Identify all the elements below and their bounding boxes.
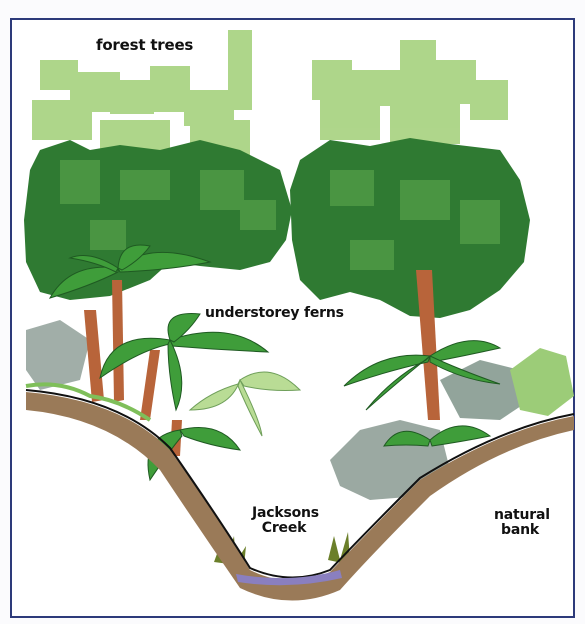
- label-natural-bank: natural bank: [494, 508, 546, 537]
- right-canopy-light: [312, 40, 508, 144]
- label-bank-line2: bank: [494, 523, 546, 538]
- label-understorey-ferns: understorey ferns: [205, 306, 344, 321]
- pale-fern: [190, 372, 300, 436]
- creek-bank-soil: [26, 392, 574, 601]
- label-forest-trees: forest trees: [96, 38, 193, 54]
- label-bank-line1: natural: [494, 508, 546, 523]
- label-creek-line1: Jacksons: [252, 506, 316, 521]
- label-jacksons-creek: Jacksons Creek: [252, 506, 316, 535]
- label-creek-line2: Creek: [252, 521, 316, 536]
